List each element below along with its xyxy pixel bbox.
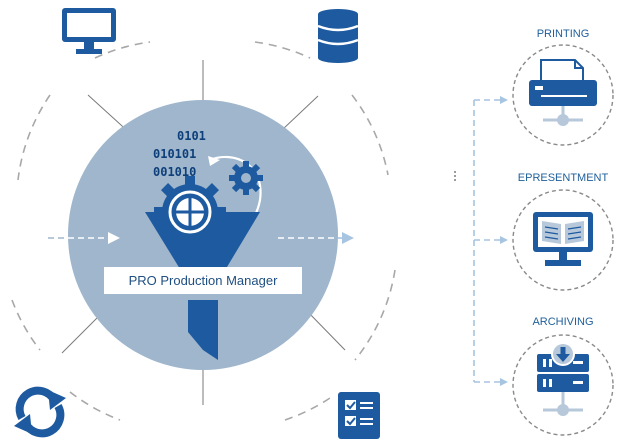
center-label-box: [104, 267, 302, 294]
ring-arc-bottom-right: [284, 397, 331, 421]
spoke-top-right: [281, 95, 319, 131]
output-arrow: [278, 232, 354, 244]
radial-spokes: [61, 60, 346, 405]
printer-icon: [529, 59, 597, 126]
separator-dots: [454, 171, 456, 181]
ring-arc-left-lower: [11, 299, 41, 351]
small-gear-icon: [229, 161, 263, 195]
ring-arc-left-upper: [17, 94, 51, 181]
ring-arc-right-upper: [351, 94, 389, 176]
ring-arc-top-left: [94, 41, 151, 59]
output-label-epresentment: EPRESENTMENT: [518, 172, 609, 184]
binary-line-3: 001010: [153, 165, 196, 179]
center-label: PRO Production Manager: [129, 273, 279, 288]
sync-arrows-icon: [14, 386, 66, 438]
database-icon: [317, 9, 359, 63]
funnel-spout: [188, 300, 218, 360]
open-book-monitor-icon: [533, 212, 593, 266]
spoke-bottom-right: [305, 309, 346, 351]
output-label-printing: PRINTING: [537, 28, 590, 40]
ring-arc-right-lower: [354, 269, 396, 361]
outer-dashed-ring: [11, 41, 396, 421]
binary-line-2: 010101: [153, 147, 196, 161]
binary-line-1: 0101: [177, 129, 206, 143]
checklist-icon: [338, 392, 380, 439]
output-label-archiving: ARCHIVING: [532, 316, 593, 328]
desktop-monitor-icon: [62, 8, 116, 54]
server-download-icon: [537, 342, 589, 416]
input-arrow: [48, 232, 120, 244]
binary-code: 0101 010101 001010: [153, 129, 206, 179]
output-connector: [473, 99, 500, 383]
output-arrow-head: [342, 232, 354, 244]
main-gear-icon: [154, 176, 226, 248]
ring-arc-top-right: [254, 41, 311, 59]
connector-arrowheads: [500, 96, 508, 386]
input-arrow-head: [108, 232, 120, 244]
spoke-bottom-left: [61, 314, 101, 354]
flow-curve-arrow-head: [208, 156, 220, 166]
ring-arc-bottom-left: [69, 391, 121, 421]
